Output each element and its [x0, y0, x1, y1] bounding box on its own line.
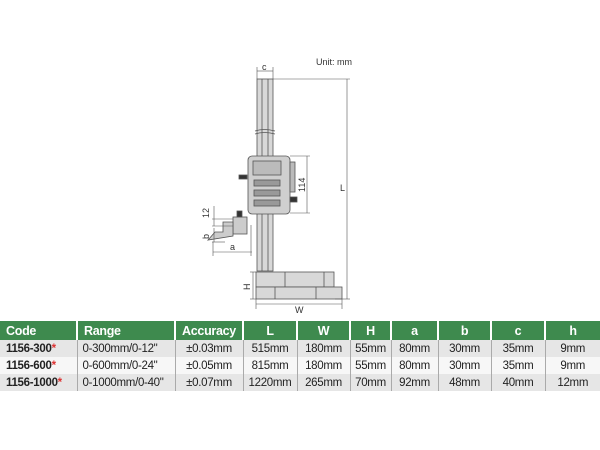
code: 1156-600: [6, 359, 52, 372]
dim-12-label: 12: [201, 208, 211, 218]
dimension-lines: [212, 67, 350, 309]
W: 180mm: [297, 340, 351, 357]
a: 80mm: [391, 357, 439, 374]
h: 12mm: [545, 374, 600, 391]
table-row: 1156-300* 0-300mm/0-12" ±0.03mm 515mm 18…: [0, 340, 600, 357]
unit-label: Unit: mm: [316, 57, 352, 67]
star-mark: *: [51, 342, 57, 355]
col-H: H: [350, 321, 392, 340]
dim-114-label: 114: [297, 178, 307, 192]
col-range: Range: [77, 321, 176, 340]
col-h: h: [545, 321, 600, 340]
range: 0-600mm/0-24": [77, 357, 176, 374]
dim-c-label: c: [262, 62, 267, 72]
star-mark: *: [57, 376, 63, 389]
b: 30mm: [438, 340, 492, 357]
c: 35mm: [491, 357, 546, 374]
col-b: b: [438, 321, 492, 340]
W: 180mm: [297, 357, 351, 374]
col-c: c: [491, 321, 546, 340]
L: 1220mm: [243, 374, 298, 391]
col-L: L: [243, 321, 298, 340]
accuracy: ±0.05mm: [175, 357, 244, 374]
h: 9mm: [545, 340, 600, 357]
dim-H-label: H: [242, 284, 252, 291]
range: 0-1000mm/0-40": [77, 374, 176, 391]
height-gauge-diagram: c L 114 12 b a H W: [201, 62, 350, 315]
b: 48mm: [438, 374, 492, 391]
col-code: Code: [0, 321, 78, 340]
dim-a-label: a: [230, 242, 235, 252]
b: 30mm: [438, 357, 492, 374]
L: 515mm: [243, 340, 298, 357]
c: 40mm: [491, 374, 546, 391]
code: 1156-300: [6, 342, 52, 355]
c: 35mm: [491, 340, 546, 357]
accuracy: ±0.03mm: [175, 340, 244, 357]
dim-b-label: b: [201, 234, 211, 239]
H: 55mm: [350, 340, 392, 357]
L: 815mm: [243, 357, 298, 374]
W: 265mm: [297, 374, 351, 391]
a: 92mm: [391, 374, 439, 391]
table-row: 1156-1000* 0-1000mm/0-40" ±0.07mm 1220mm…: [0, 374, 600, 391]
table-row: 1156-600* 0-600mm/0-24" ±0.05mm 815mm 18…: [0, 357, 600, 374]
table-header: Code Range Accuracy L W H a b c h: [0, 321, 600, 340]
dim-W-label: W: [295, 305, 304, 315]
H: 55mm: [350, 357, 392, 374]
code: 1156-1000: [6, 376, 58, 389]
star-mark: *: [51, 359, 57, 372]
a: 80mm: [391, 340, 439, 357]
H: 70mm: [350, 374, 392, 391]
col-accuracy: Accuracy: [175, 321, 244, 340]
col-a: a: [391, 321, 439, 340]
accuracy: ±0.07mm: [175, 374, 244, 391]
h: 9mm: [545, 357, 600, 374]
gauge-base: [255, 271, 335, 288]
range: 0-300mm/0-12": [77, 340, 176, 357]
spec-table: Code Range Accuracy L W H a b c h 1156-3…: [0, 321, 600, 391]
col-W: W: [297, 321, 351, 340]
dim-L-label: L: [340, 183, 345, 193]
